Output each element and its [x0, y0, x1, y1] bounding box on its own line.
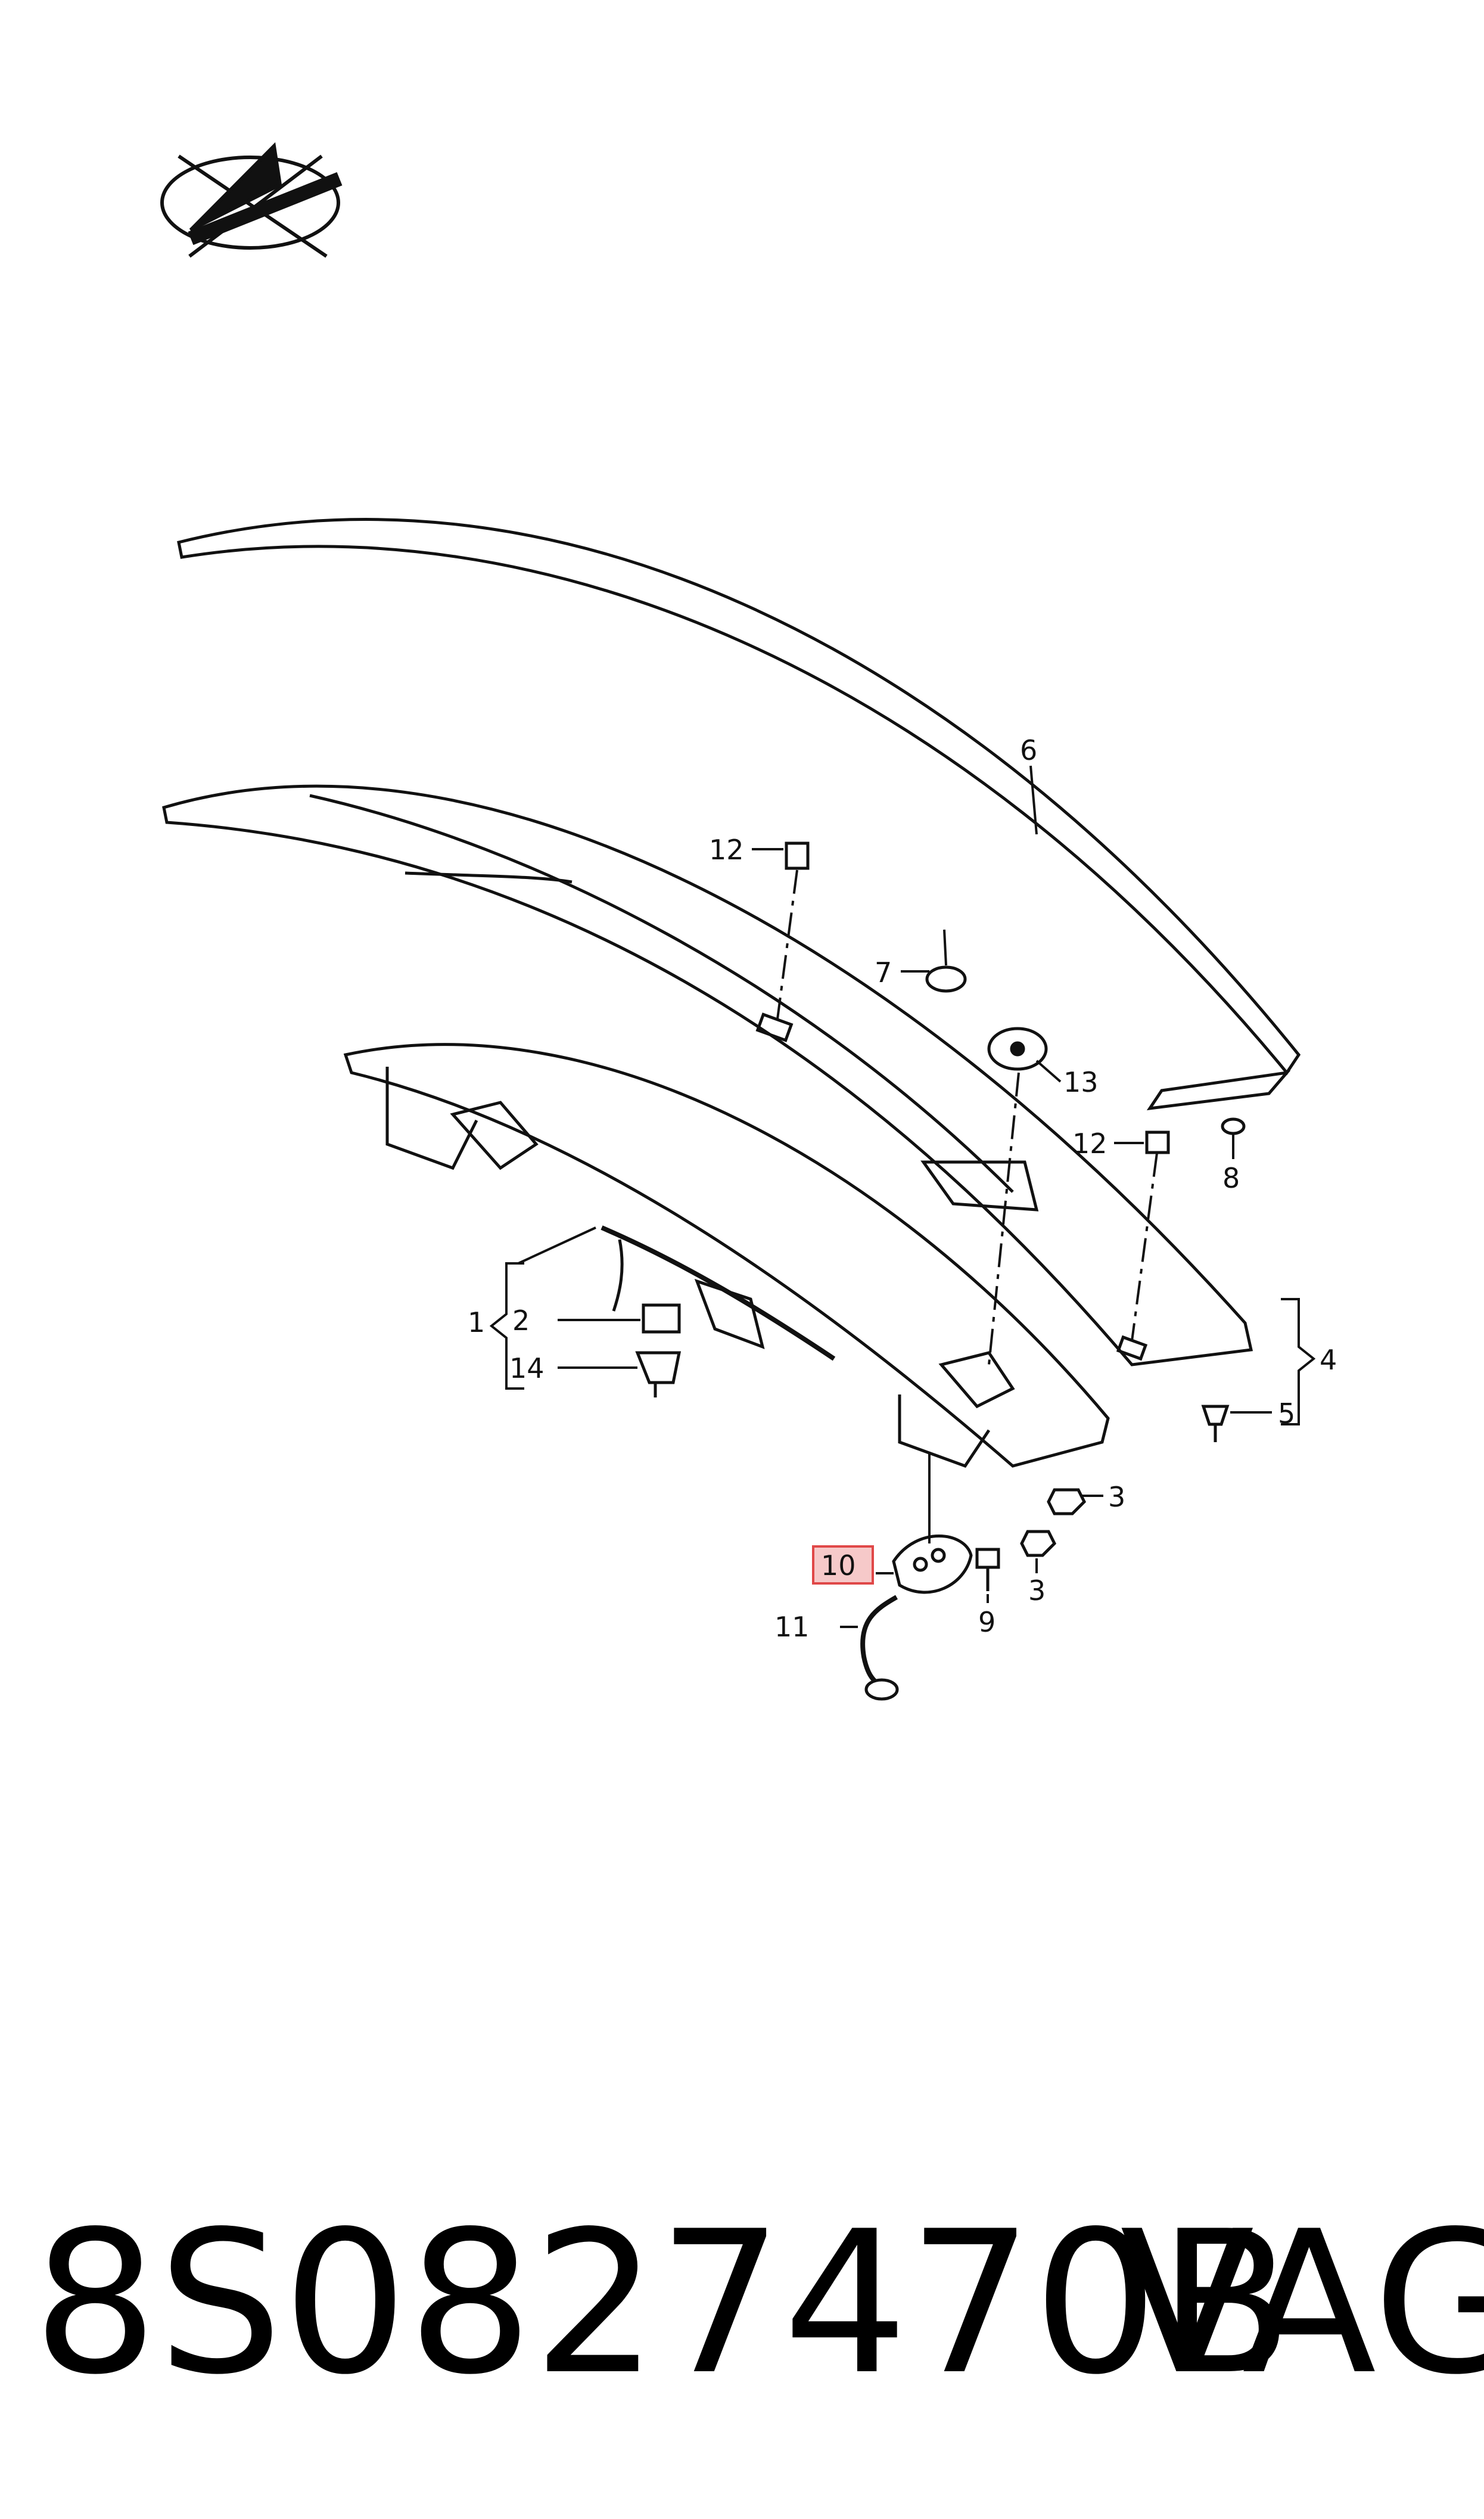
callout-8: 8 [1222, 1162, 1240, 1194]
bolt-9 [975, 1548, 1000, 1591]
callout-10-highlight [812, 1545, 874, 1585]
grommet-7 [925, 965, 967, 993]
callout-5: 5 [1278, 1397, 1295, 1430]
spoiler-blade [177, 518, 1301, 1111]
callout-12-upper: 12 [709, 834, 744, 866]
leader-lines [489, 765, 1316, 1628]
spoiler-frame [162, 784, 1253, 1366]
brand-label: VAG [1120, 2189, 1484, 2418]
callout-6: 6 [1020, 734, 1037, 766]
callout-11: 11 [774, 1611, 810, 1643]
wiring-11 [860, 1595, 899, 1701]
callout-9: 9 [978, 1606, 995, 1638]
expansion-rivet-5 [1201, 1405, 1230, 1442]
callout-3-upper: 3 [1108, 1481, 1125, 1513]
callout-13: 13 [1063, 1066, 1099, 1098]
nut-3-lower [1020, 1530, 1057, 1557]
clip-12-upper [785, 841, 810, 870]
bearing-13 [987, 1027, 1048, 1071]
spoiler-carrier [343, 1043, 1110, 1468]
clip-12-lower [1145, 1130, 1170, 1154]
switch-10 [892, 1535, 973, 1594]
callout-7: 7 [875, 956, 892, 989]
plug-8 [1221, 1117, 1246, 1135]
clip-14 [635, 1351, 682, 1397]
alignment-lines [776, 869, 1158, 1365]
callout-10: 10 [821, 1549, 856, 1582]
callout-1: 1 [468, 1306, 485, 1338]
callout-14: 14 [509, 1352, 545, 1384]
nut-3-upper [1047, 1488, 1087, 1515]
part-number: 8S0827470B [33, 2189, 1293, 2418]
callout-4: 4 [1320, 1344, 1337, 1376]
connector-2 [642, 1303, 681, 1334]
callout-2: 2 [512, 1304, 530, 1337]
callout-12-lower: 12 [1072, 1128, 1107, 1160]
callout-3-lower: 3 [1028, 1574, 1046, 1607]
direction-arrow-icon [160, 142, 343, 258]
